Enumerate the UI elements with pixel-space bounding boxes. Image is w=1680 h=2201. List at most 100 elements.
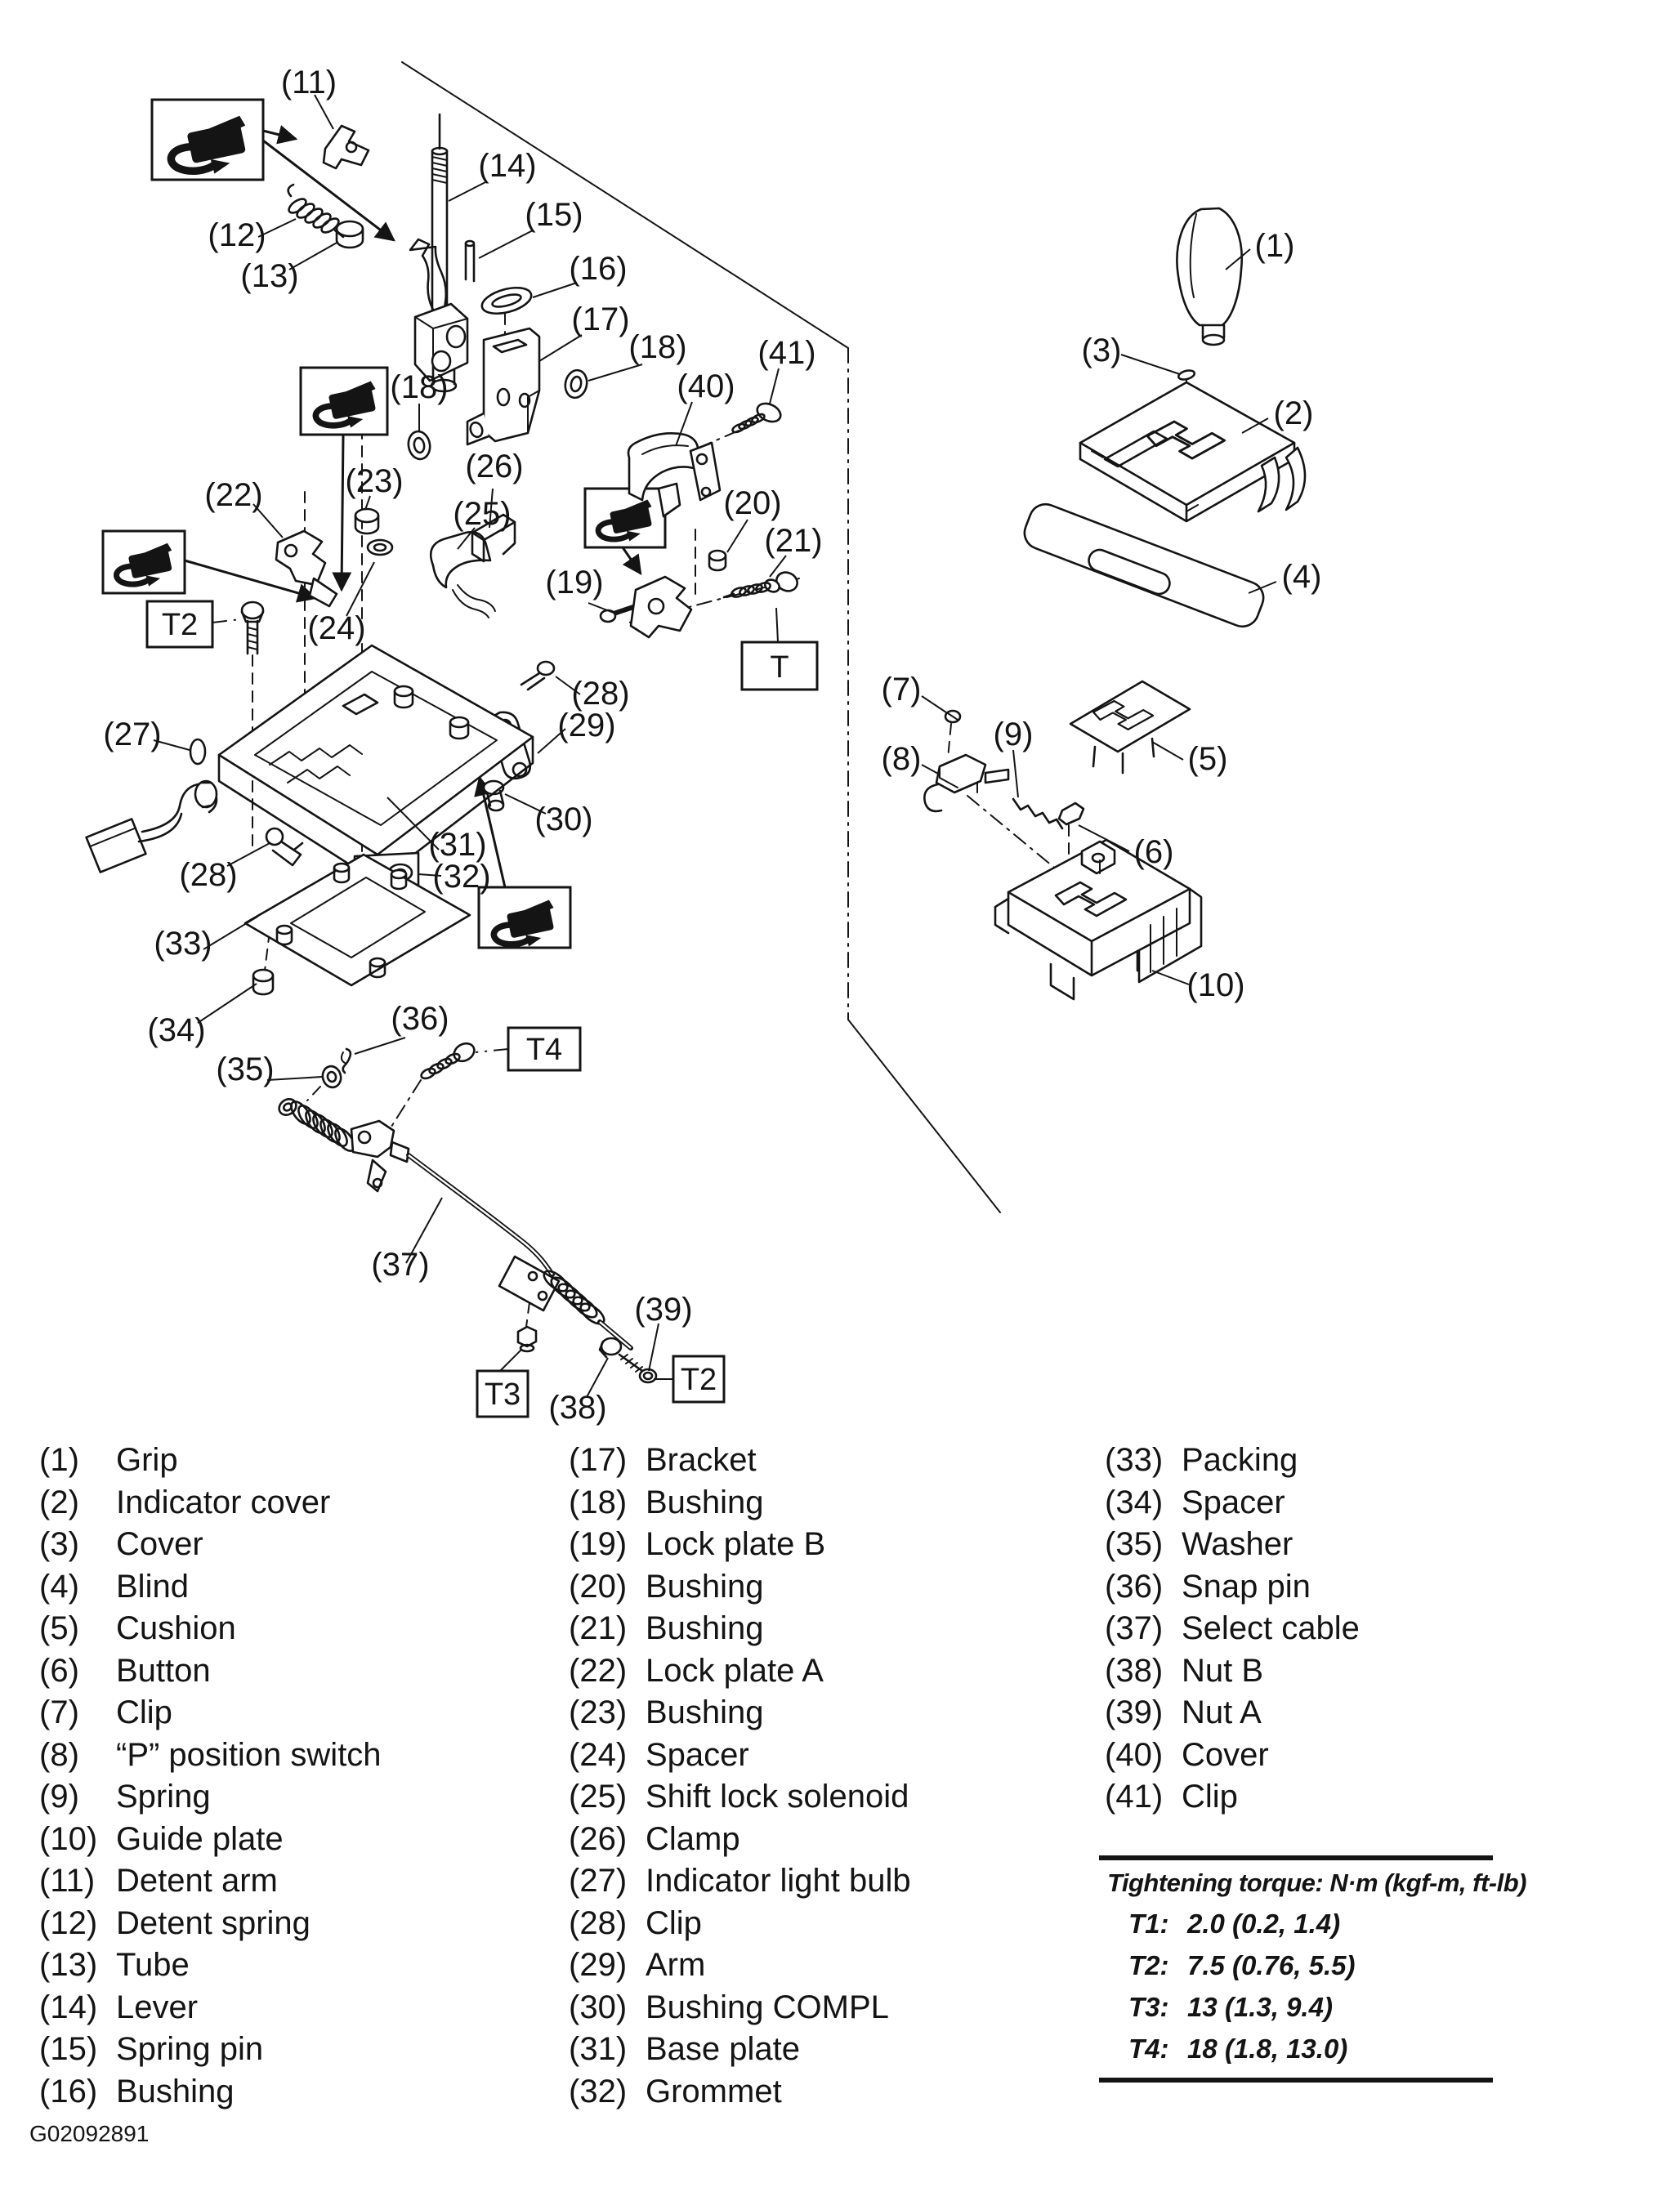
part-number: (20) bbox=[569, 1568, 628, 1605]
parts-list-row: (1)Grip bbox=[39, 1440, 382, 1482]
callout-25: (25) bbox=[453, 496, 511, 532]
part-name: Nut B bbox=[1182, 1652, 1264, 1689]
callout-11: (11) bbox=[281, 65, 337, 100]
callout-28b: (28) bbox=[571, 676, 629, 712]
parts-list-row: (37)Select cable bbox=[1105, 1608, 1360, 1650]
callout-38: (38) bbox=[548, 1390, 606, 1426]
parts-list-row: (10) Guide plate bbox=[39, 1819, 382, 1861]
callout-34: (34) bbox=[147, 1012, 205, 1048]
part-number: (21) bbox=[569, 1610, 628, 1647]
parts-list-row: (29)Arm bbox=[569, 1944, 911, 1987]
callout-27: (27) bbox=[103, 717, 161, 752]
part-number: (14) bbox=[39, 1989, 98, 2025]
torque-ref-T3: T3 bbox=[476, 1349, 529, 1418]
parts-list-row: (6)Button bbox=[39, 1650, 382, 1693]
part-number: (3) bbox=[39, 1526, 79, 1563]
part-name: Snap pin bbox=[1182, 1568, 1311, 1605]
callout-14: (14) bbox=[478, 148, 536, 184]
part-name: Blind bbox=[116, 1568, 189, 1605]
parts-list-row: (35)Washer bbox=[1105, 1524, 1360, 1566]
callout-23: (23) bbox=[345, 463, 403, 499]
part-number: (13) bbox=[39, 1947, 98, 1984]
part-name: Nut A bbox=[1182, 1694, 1262, 1731]
grease-note-1 bbox=[150, 98, 395, 242]
parts-list-row: (25)Shift lock solenoid bbox=[569, 1776, 911, 1819]
part-number: (15) bbox=[39, 2031, 98, 2068]
part-name: Clamp bbox=[646, 1820, 740, 1857]
callout-18: (18) bbox=[390, 369, 448, 405]
callout-35: (35) bbox=[216, 1051, 274, 1087]
parts-list-row: (26)Clamp bbox=[569, 1819, 911, 1861]
torque-row-label: T2: bbox=[1128, 1950, 1169, 1980]
part-number: (8) bbox=[39, 1736, 79, 1773]
part-number: (12) bbox=[39, 1904, 98, 1941]
parts-list-row: (24)Spacer bbox=[569, 1734, 911, 1777]
part-number: (33) bbox=[1105, 1442, 1164, 1479]
part-number: (18) bbox=[569, 1484, 628, 1520]
parts-list-row: (32)Grommet bbox=[569, 2071, 911, 2114]
parts-list-row: (19)Lock plate B bbox=[569, 1524, 911, 1566]
torque-row-label: T3: bbox=[1128, 1992, 1169, 2022]
part-number: (10) bbox=[39, 1820, 98, 1857]
lever-assembly bbox=[85, 113, 798, 1089]
part-number: (40) bbox=[1105, 1736, 1164, 1773]
part-name: Clip bbox=[1182, 1779, 1238, 1815]
grease-note-4 bbox=[583, 487, 667, 575]
part-name: Washer bbox=[1182, 1526, 1294, 1563]
parts-list-row: (5)Cushion bbox=[39, 1608, 382, 1650]
callout-20: (20) bbox=[723, 485, 781, 521]
part-number: (1) bbox=[39, 1442, 79, 1479]
part-name: Indicator cover bbox=[116, 1484, 331, 1520]
parts-list-row: (18) Bushing bbox=[569, 1482, 911, 1525]
part-number: (24) bbox=[569, 1736, 628, 1773]
part-name: Clip bbox=[646, 1904, 702, 1941]
parts-column: (17)Bracket(18)Bushing(19)Lock plate B(2… bbox=[569, 1440, 911, 2113]
callout-37: (37) bbox=[371, 1247, 429, 1283]
part-number: (37) bbox=[1105, 1610, 1164, 1647]
torque-table-title: Tightening torque: N·m (kgf-m, ft-lb) bbox=[1107, 1868, 1527, 1897]
part-name: Bushing bbox=[646, 1484, 764, 1520]
part-number: (32) bbox=[569, 2073, 628, 2109]
part-number: (36) bbox=[1105, 1568, 1164, 1605]
parts-list-row: (38)Nut B bbox=[1105, 1650, 1360, 1693]
part-name: Bushing bbox=[646, 1694, 764, 1731]
part-name: Shift lock solenoid bbox=[646, 1779, 909, 1815]
part-number: (16) bbox=[39, 2073, 98, 2109]
part-number: (41) bbox=[1105, 1779, 1164, 1815]
parts-list-row: (41) Clip bbox=[1105, 1776, 1360, 1819]
parts-list-row: (8)“P” position switch bbox=[39, 1734, 382, 1777]
callout-7: (7) bbox=[882, 672, 922, 708]
callout-12: (12) bbox=[208, 217, 266, 253]
part-name: Cover bbox=[116, 1526, 203, 1563]
torque-ref-label: T4 bbox=[526, 1033, 562, 1067]
callout-33: (33) bbox=[154, 926, 212, 962]
callout-1: (1) bbox=[1255, 228, 1295, 264]
parts-list-row: (33)Packing bbox=[1105, 1440, 1360, 1482]
torque-ref-T: T bbox=[740, 607, 819, 691]
part-name: Indicator light bulb bbox=[646, 1863, 911, 1900]
torque-ref-label: T3 bbox=[485, 1377, 521, 1412]
part-number: (31) bbox=[569, 2031, 628, 2068]
parts-list-row: (11)Detent arm bbox=[39, 1860, 382, 1903]
torque-row-value: 18 (1.8, 13.0) bbox=[1187, 2034, 1348, 2064]
parts-list-row: (21)Bushing bbox=[569, 1608, 911, 1650]
figure-code: G02092891 bbox=[29, 2121, 150, 2146]
part-number: (22) bbox=[569, 1652, 628, 1689]
parts-list-row: (34)Spacer bbox=[1105, 1482, 1360, 1525]
parts-list-row: (28)Clip bbox=[569, 1903, 911, 1945]
callout-3: (3) bbox=[1082, 333, 1122, 368]
parts-list-row: (39)Nut A bbox=[1105, 1692, 1360, 1734]
callout-15: (15) bbox=[525, 197, 583, 233]
callout-16: (16) bbox=[569, 251, 627, 287]
callout-17: (17) bbox=[571, 301, 629, 337]
callout-40: (40) bbox=[677, 368, 735, 404]
part-number: (19) bbox=[569, 1526, 628, 1563]
parts-list-row: (31)Base plate bbox=[569, 2029, 911, 2071]
callout-30: (30) bbox=[534, 801, 592, 837]
torque-row: T3: 13 (1.3, 9.4) bbox=[1099, 1992, 1493, 2023]
part-name: Guide plate bbox=[116, 1820, 284, 1857]
part-number: (34) bbox=[1105, 1484, 1164, 1520]
callout-13: (13) bbox=[240, 258, 298, 294]
